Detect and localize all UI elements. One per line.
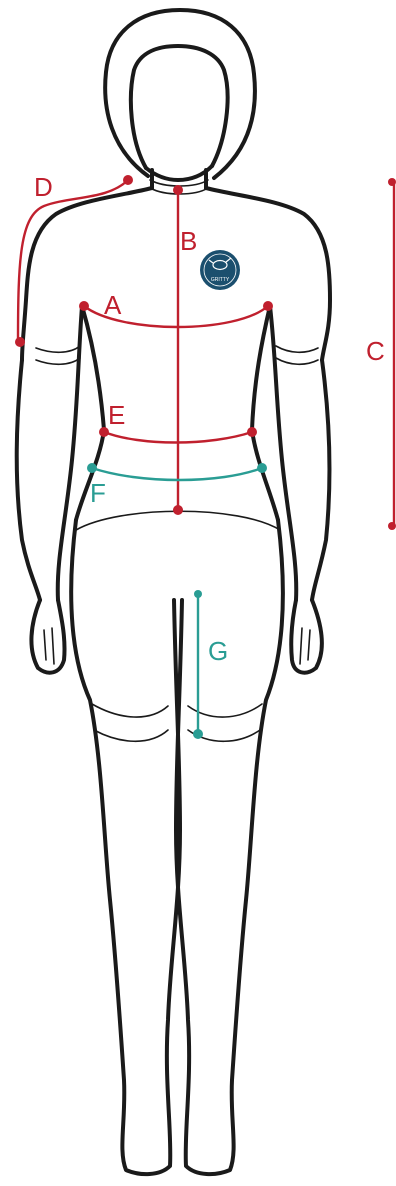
label-g: G [208,636,228,666]
measure-d-arm [15,175,133,347]
logo-text: GRITTY [211,277,230,283]
hair-outline [105,10,255,178]
face-outline [131,46,228,180]
legs-outline [71,520,283,1174]
left-hand-outline [31,600,64,673]
label-f: F [90,478,106,508]
label-c: C [366,336,385,366]
label-e: E [108,400,125,430]
brand-logo: GRITTY [200,250,240,290]
label-d: D [34,172,53,202]
label-a: A [104,290,122,320]
label-b: B [180,226,197,256]
right-hand-outline [291,600,322,673]
measure-g-inseam [193,590,203,739]
right-arm-outline [270,306,329,600]
measure-c-height [388,178,396,530]
